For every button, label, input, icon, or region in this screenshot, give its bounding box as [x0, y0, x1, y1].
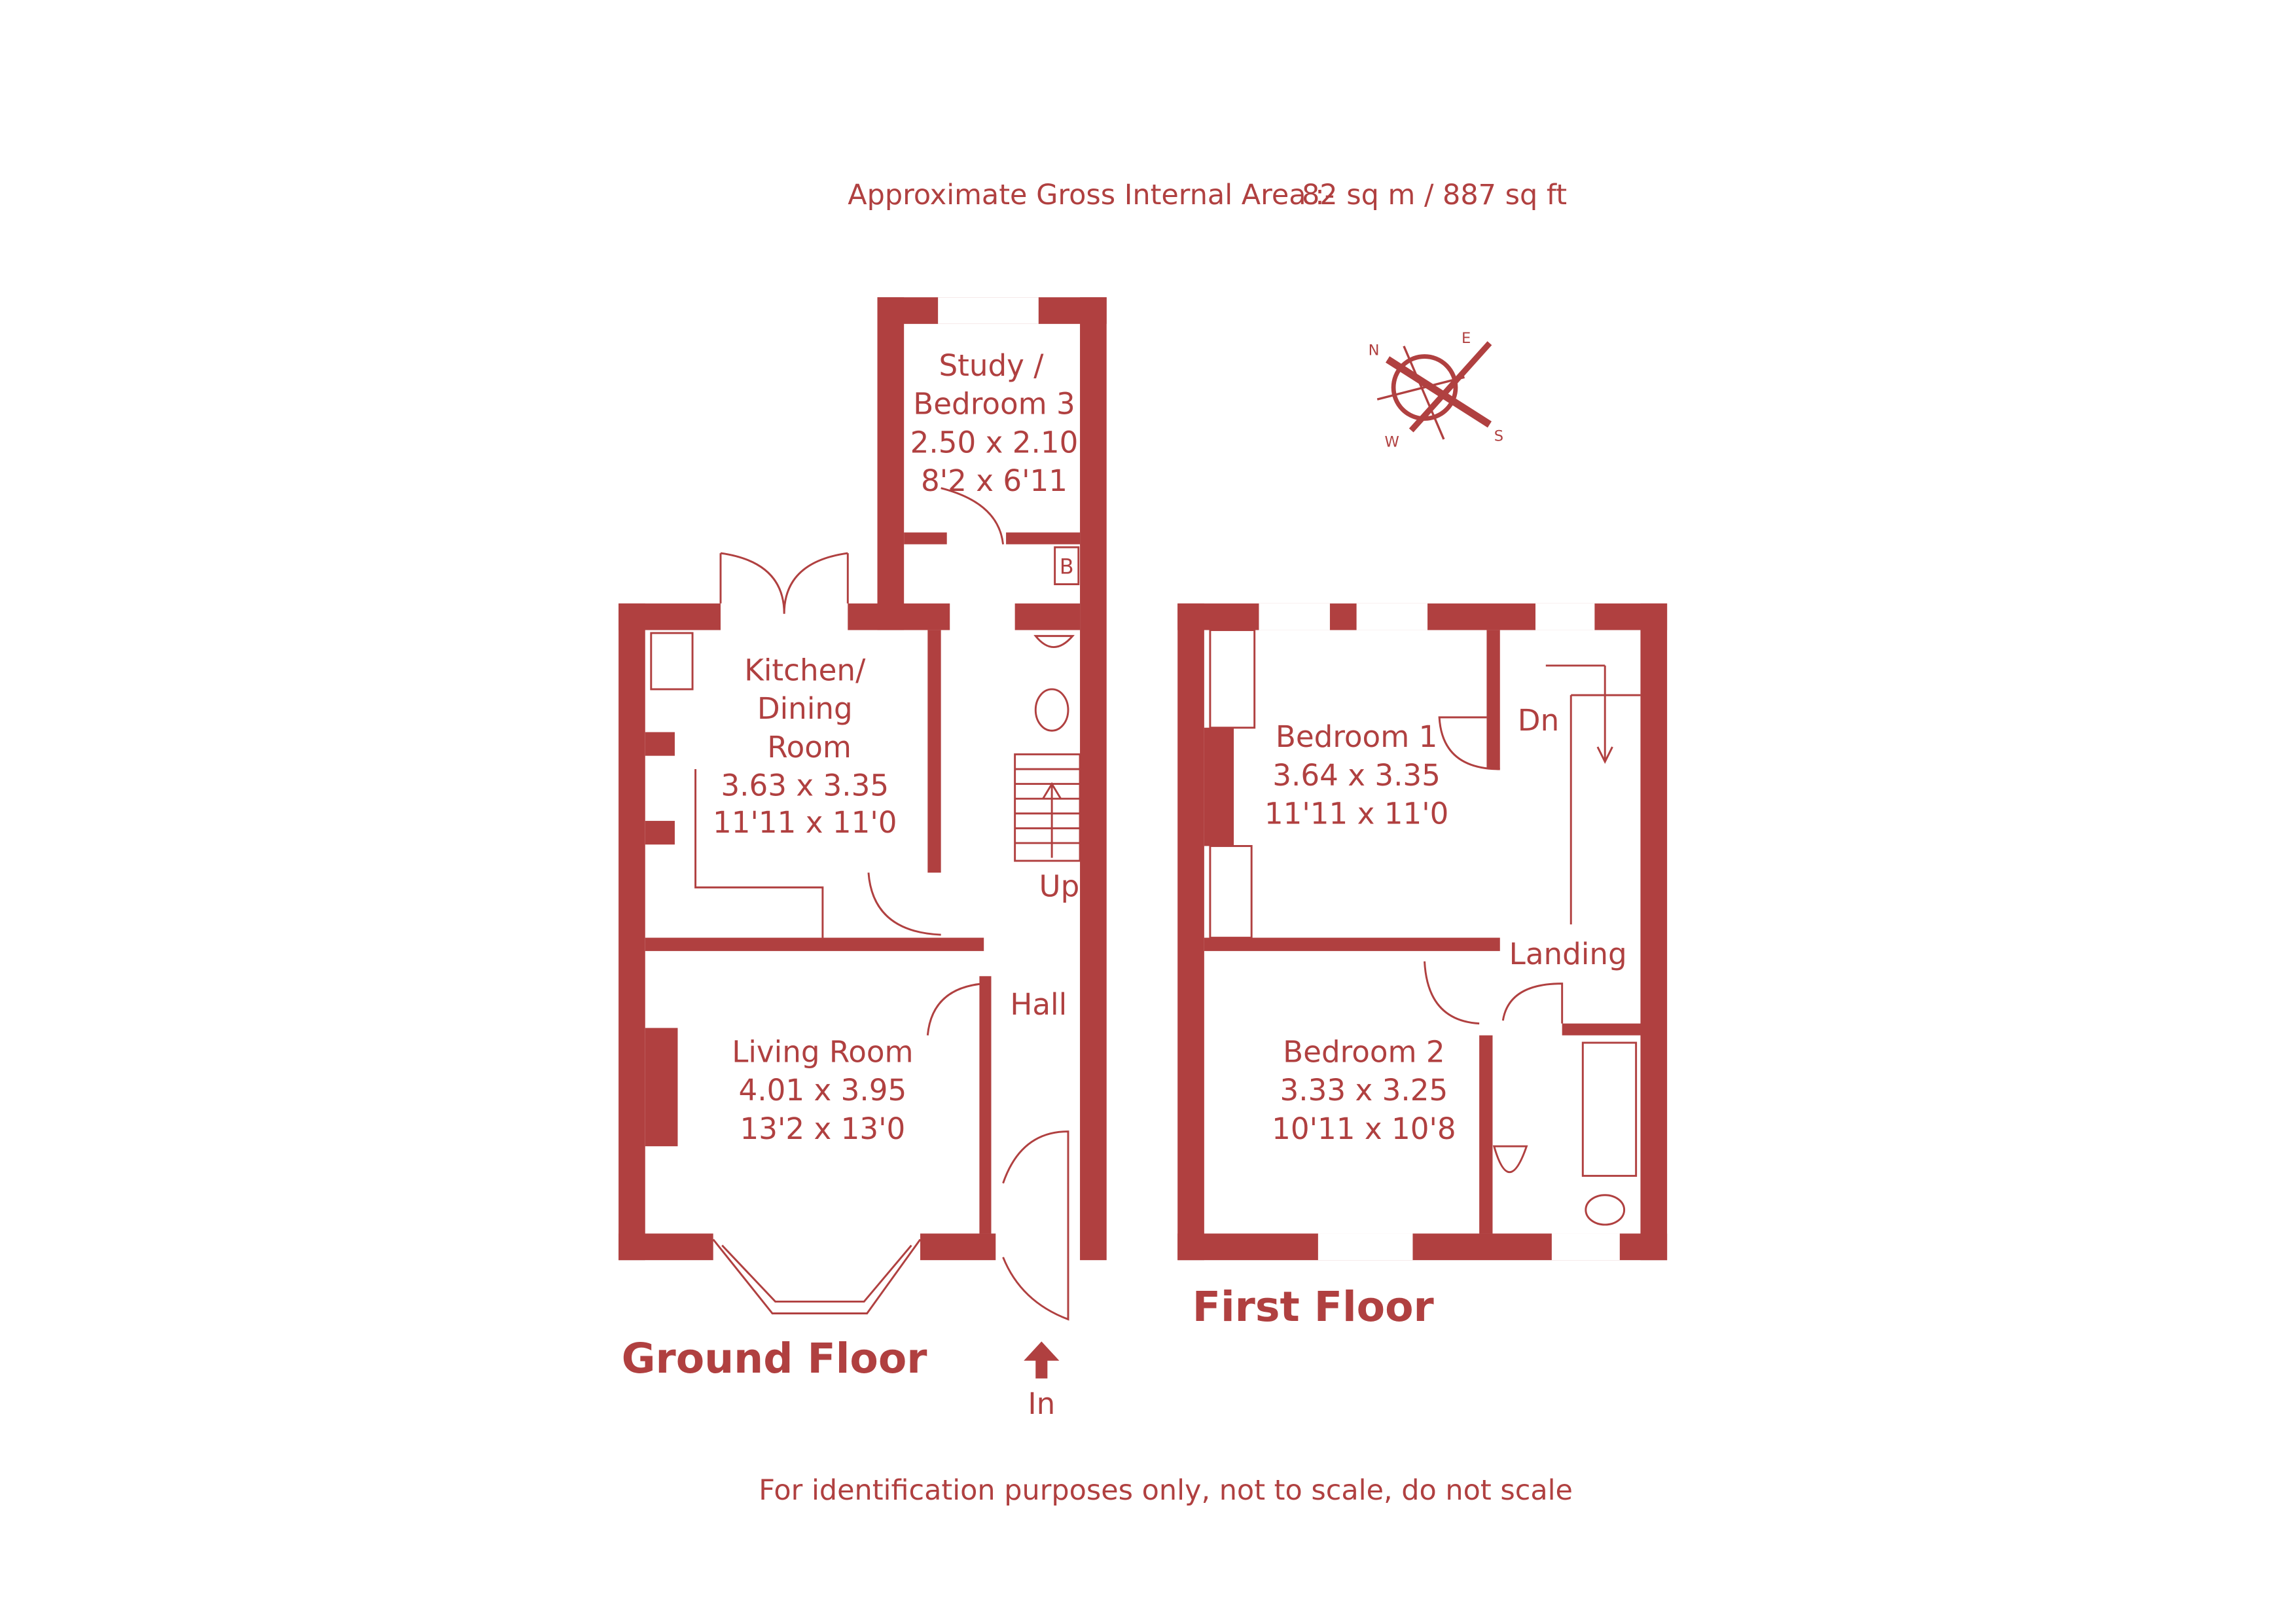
- bedroom2-imperial: 10'11 x 10'8: [1272, 1111, 1456, 1146]
- area-label: Approximate Gross Internal Area :-: [848, 179, 1335, 211]
- bedroom1-metric: 3.64 x 3.35: [1272, 758, 1441, 793]
- kitchen-room-imperial: 11'11 x 11'0: [713, 805, 897, 840]
- living-room-metric: 4.01 x 3.95: [739, 1073, 907, 1108]
- study-room-metric: 2.50 x 2.10: [910, 425, 1079, 460]
- bedroom1-imperial: 11'11 x 11'0: [1265, 797, 1449, 831]
- landing-label: Landing: [1509, 937, 1627, 971]
- study-room-imperial: 8'2 x 6'11: [921, 463, 1067, 498]
- ground-floor-walls: [619, 297, 1107, 1321]
- bedroom1-name: Bedroom 1: [1276, 719, 1438, 754]
- study-room-name: Study /: [939, 348, 1044, 383]
- kitchen-room-name: Kitchen/: [744, 653, 866, 687]
- kitchen-room-name-3: Room: [767, 730, 852, 765]
- stairs-up-label: Up: [1039, 869, 1080, 903]
- living-room-name: Living Room: [732, 1034, 913, 1069]
- compass-e: E: [1462, 330, 1471, 347]
- compass-n: N: [1369, 342, 1380, 359]
- area-value: 82 sq m / 887 sq ft: [1302, 179, 1567, 211]
- kitchen-room-name-2: Dining: [757, 691, 853, 726]
- disclaimer: For identification purposes only, not to…: [759, 1474, 1573, 1507]
- living-room-imperial: 13'2 x 13'0: [740, 1111, 905, 1146]
- entrance-arrow-icon: [1024, 1341, 1060, 1379]
- ground-floor-title: Ground Floor: [622, 1334, 927, 1382]
- study-room-name-2: Bedroom 3: [913, 387, 1075, 422]
- boiler-label: B: [1060, 556, 1074, 579]
- first-floor-walls: [1177, 603, 1668, 1261]
- kitchen-room-metric: 3.63 x 3.35: [721, 768, 889, 803]
- bedroom2-name: Bedroom 2: [1283, 1034, 1445, 1069]
- entrance-label: In: [1028, 1386, 1055, 1421]
- compass-w: W: [1385, 433, 1399, 450]
- first-floor-title: First Floor: [1193, 1282, 1434, 1331]
- compass-icon: N E S W: [1369, 330, 1503, 450]
- stairs-down-label: Dn: [1518, 703, 1559, 738]
- hall-label: Hall: [1010, 987, 1067, 1022]
- compass-s: S: [1494, 427, 1503, 444]
- bedroom2-metric: 3.33 x 3.25: [1280, 1073, 1448, 1108]
